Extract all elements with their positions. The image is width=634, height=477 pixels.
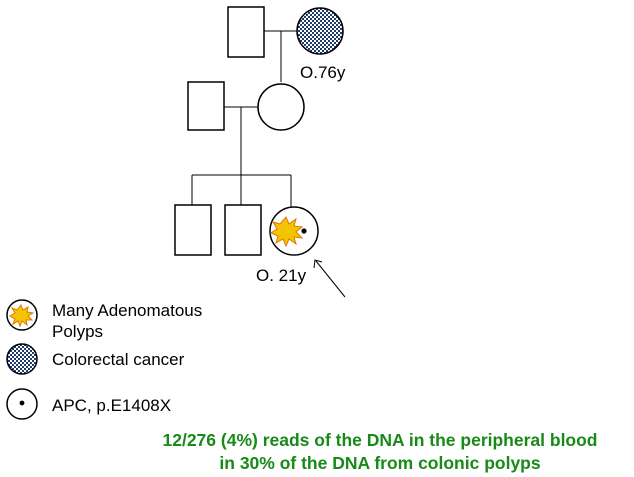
legend-cancer-label: Colorectal cancer	[52, 350, 185, 369]
proband-polyp-icon	[269, 216, 304, 248]
legend-polyps-line1: Many Adenomatous	[52, 301, 203, 320]
grandmother-symbol-colorectal-cancer	[296, 7, 344, 55]
grandfather-symbol	[227, 6, 265, 58]
summary-line-1: 12/276 (4%) reads of the DNA in the peri…	[162, 430, 598, 450]
proband-arrow	[315, 260, 346, 298]
mother-symbol	[257, 83, 305, 131]
legend-polyps-line2: Polyps	[52, 322, 104, 341]
legend-apc-label: APC, p.E1408X	[52, 396, 172, 415]
proband-age-label: O. 21y	[256, 266, 307, 285]
sibling1-symbol	[174, 204, 212, 256]
sibling2-symbol	[224, 204, 262, 256]
proband-arrow-head	[313, 259, 323, 269]
grandmother-age-label: O.76y	[300, 63, 346, 82]
father-symbol	[187, 81, 225, 131]
adenomatous-polyps-icon	[9, 304, 35, 328]
proband-apc-dot-icon	[301, 228, 307, 234]
apc-variant-icon	[19, 400, 25, 406]
legend-polyps-label: Many Adenomatous Polyps	[52, 300, 202, 342]
colorectal-cancer-icon	[6, 343, 38, 375]
summary-line-2: in 30% of the DNA from colonic polyps	[219, 453, 541, 473]
